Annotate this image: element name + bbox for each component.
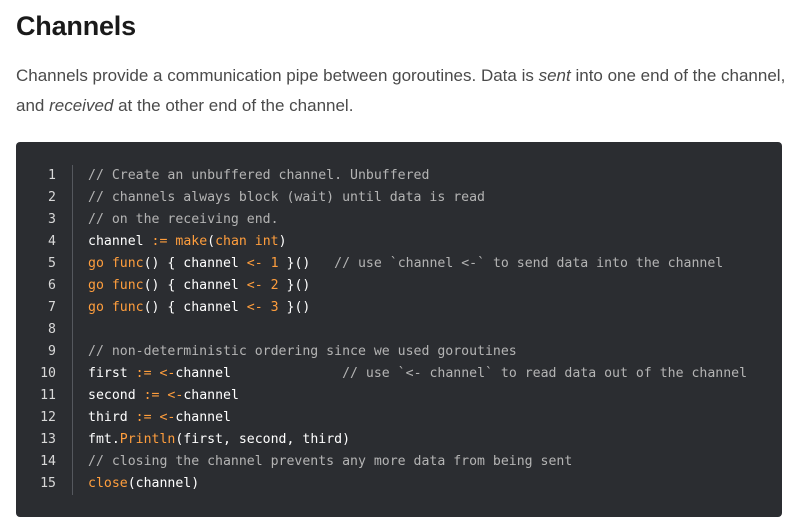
code-token-kw: <- <box>167 388 184 403</box>
line-number: 7 <box>48 300 56 315</box>
code-line: go func() { channel <- 2 }() <box>72 275 782 297</box>
code-token-comment: // Create an unbuffered channel. Unbuffe… <box>88 168 430 183</box>
code-token-plain: channel <box>88 234 152 249</box>
code-token-plain <box>263 278 271 293</box>
code-token-kw: := <box>151 234 168 249</box>
code-token-kw: go func <box>88 256 144 271</box>
code-line: // channels always block (wait) until da… <box>72 187 782 209</box>
code-token-kw: := <box>135 410 152 425</box>
intro-text-2: into one end of the channel, and <box>16 66 786 115</box>
code-token-plain: second <box>88 388 144 403</box>
intro-emphasis-sent: sent <box>538 66 571 85</box>
code-line: fmt.Println(first, second, third) <box>72 429 782 451</box>
intro-text-3: at the other end of the channel. <box>113 96 354 115</box>
code-line: second := <-channel <box>72 385 782 407</box>
line-number: 15 <box>40 476 56 491</box>
line-number: 3 <box>48 212 56 227</box>
code-lines[interactable]: // Create an unbuffered channel. Unbuffe… <box>72 165 782 495</box>
code-token-plain: }() <box>278 300 311 315</box>
code-token-kw: <- <box>246 278 263 293</box>
code-token-comment: // on the receiving end. <box>88 212 279 227</box>
line-number: 10 <box>40 366 56 381</box>
code-token-plain: fmt. <box>88 432 120 447</box>
intro-emphasis-received: received <box>49 96 114 115</box>
code-token-kw: := <box>135 366 152 381</box>
line-number: 1 <box>48 168 56 183</box>
code-token-kw: close <box>88 476 128 491</box>
intro-paragraph: Channels provide a communication pipe be… <box>16 61 786 121</box>
code-line: go func() { channel <- 3 }() <box>72 297 782 319</box>
code-token-comment: // use `channel <-` to send data into th… <box>334 256 724 271</box>
line-number: 14 <box>40 454 56 469</box>
code-line: close(channel) <box>72 473 782 495</box>
page-title: Channels <box>16 11 136 41</box>
code-token-plain: }() <box>278 256 335 271</box>
code-token-kw: chan int <box>215 234 279 249</box>
code-token-comment: // non-deterministic ordering since we u… <box>88 344 517 359</box>
line-number: 8 <box>48 322 56 337</box>
code-token-kw: make <box>175 234 208 249</box>
code-token-kw: := <box>143 388 160 403</box>
code-token-num: 2 <box>270 278 279 293</box>
line-number: 9 <box>48 344 56 359</box>
code-token-kw: <- <box>159 410 176 425</box>
code-line: // on the receiving end. <box>72 209 782 231</box>
code-line: third := <-channel <box>72 407 782 429</box>
code-token-plain: () { channel <box>143 300 247 315</box>
intro-text-1: Channels provide a communication pipe be… <box>16 66 539 85</box>
line-number: 6 <box>48 278 56 293</box>
code-token-plain: first <box>88 366 136 381</box>
code-token-comment: // use `<- channel` to read data out of … <box>342 366 748 381</box>
line-number: 4 <box>48 234 56 249</box>
line-number: 13 <box>40 432 56 447</box>
code-token-comment: // channels always block (wait) until da… <box>88 190 485 205</box>
code-token-num: 1 <box>270 256 279 271</box>
code-token-kw: <- <box>159 366 176 381</box>
code-line: first := <-channel // use `<- channel` t… <box>72 363 782 385</box>
code-line: // Create an unbuffered channel. Unbuffe… <box>72 165 782 187</box>
code-line: // non-deterministic ordering since we u… <box>72 341 782 363</box>
line-number: 12 <box>40 410 56 425</box>
code-token-plain <box>263 256 271 271</box>
line-number: 11 <box>40 388 56 403</box>
code-line: go func() { channel <- 1 }() // use `cha… <box>72 253 782 275</box>
code-token-kw: <- <box>246 300 263 315</box>
code-token-num: 3 <box>270 300 279 315</box>
code-token-plain: () { channel <box>143 278 247 293</box>
code-token-kw: go func <box>88 300 144 315</box>
code-token-plain <box>263 300 271 315</box>
code-token-comment: // closing the channel prevents any more… <box>88 454 573 469</box>
code-token-kw: go func <box>88 278 144 293</box>
code-token-plain: (channel) <box>127 476 200 491</box>
code-token-kw: Println <box>119 432 176 447</box>
code-token-kw: <- <box>246 256 263 271</box>
code-token-plain: third <box>88 410 136 425</box>
code-token-plain: ( <box>207 234 216 249</box>
code-token-plain: channel <box>175 410 231 425</box>
line-number: 2 <box>48 190 56 205</box>
code-token-plain: () { channel <box>143 256 247 271</box>
code-token-plain: channel <box>175 366 343 381</box>
code-line <box>72 319 782 341</box>
line-number: 5 <box>48 256 56 271</box>
code-token-plain: (first, second, third) <box>175 432 351 447</box>
code-token-plain: }() <box>278 278 311 293</box>
code-token-plain: ) <box>278 234 287 249</box>
code-line: // closing the channel prevents any more… <box>72 451 782 473</box>
code-line: channel := make(chan int) <box>72 231 782 253</box>
code-token-plain: channel <box>183 388 239 403</box>
